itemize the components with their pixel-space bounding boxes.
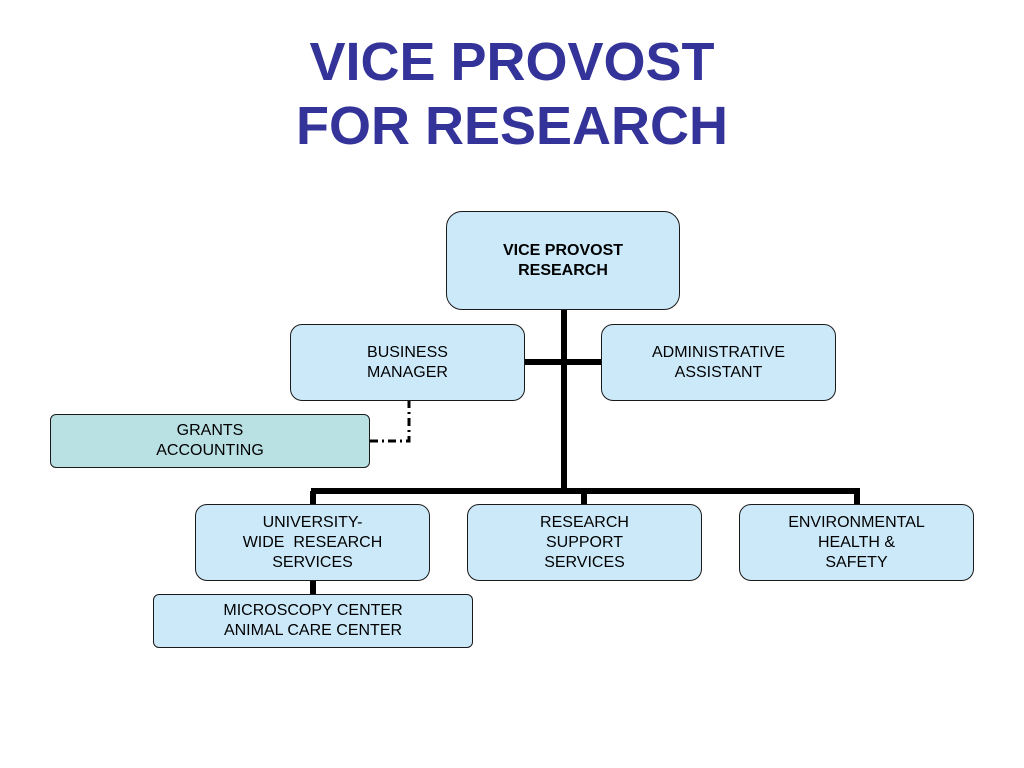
- node-label-line: RESEARCH: [518, 261, 608, 279]
- node-label-line: VICE PROVOST: [502, 241, 624, 259]
- node-label-line: MICROSCOPY CENTER: [223, 602, 403, 619]
- node-vice-provost-research: VICE PROVOST RESEARCH: [446, 211, 680, 310]
- page-title: VICE PROVOST FOR RESEARCH: [0, 30, 1024, 158]
- page-title-line-2: FOR RESEARCH: [295, 96, 729, 156]
- node-label-line: MANAGER: [367, 363, 448, 381]
- node-label-line: GRANTS: [176, 422, 244, 439]
- node-label-line: ACCOUNTING: [156, 442, 264, 459]
- node-business-manager: BUSINESS MANAGER: [290, 324, 525, 401]
- node-microscopy-animal-care: MICROSCOPY CENTER ANIMAL CARE CENTER: [153, 594, 473, 648]
- node-grants-accounting: GRANTS ACCOUNTING: [50, 414, 370, 468]
- node-label-line: SERVICES: [272, 553, 353, 571]
- connector-dashed-grants: [370, 400, 411, 443]
- node-label-line: SERVICES: [544, 553, 625, 571]
- node-label-line: BUSINESS: [367, 343, 448, 361]
- node-label-line: ANIMAL CARE CENTER: [223, 622, 403, 639]
- node-label-line: HEALTH &: [817, 533, 896, 551]
- page-title-line-1: VICE PROVOST: [309, 32, 715, 92]
- node-environmental-health-safety: ENVIRONMENTAL HEALTH & SAFETY: [739, 504, 974, 581]
- node-administrative-assistant: ADMINISTRATIVE ASSISTANT: [601, 324, 836, 401]
- node-label-line: ENVIRONMENTAL: [788, 513, 925, 531]
- node-label-line: WIDE RESEARCH: [242, 533, 383, 551]
- node-label-line: SUPPORT: [545, 533, 624, 551]
- node-research-support-services: RESEARCH SUPPORT SERVICES: [467, 504, 702, 581]
- node-label-line: UNIVERSITY-: [262, 513, 363, 531]
- node-label-line: ADMINISTRATIVE: [651, 343, 786, 361]
- node-label-line: ASSISTANT: [674, 363, 763, 381]
- node-university-wide-research-services: UNIVERSITY- WIDE RESEARCH SERVICES: [195, 504, 430, 581]
- node-label-line: RESEARCH: [540, 513, 629, 531]
- node-label-line: SAFETY: [825, 553, 888, 571]
